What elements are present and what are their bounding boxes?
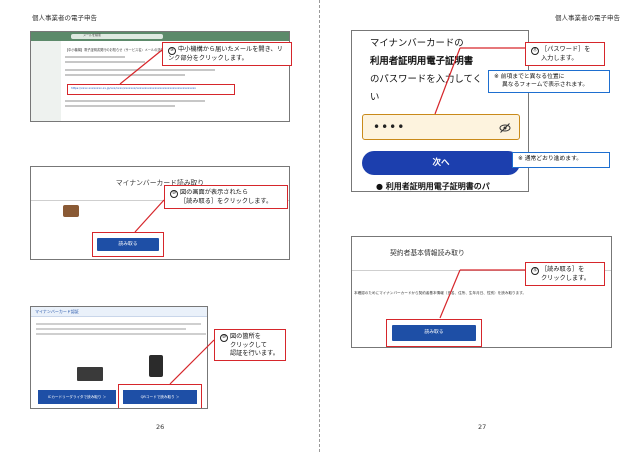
instruction-line: のパスワードを入力してく <box>370 74 482 85</box>
screen-title: マイナンバーカード読み取り <box>115 179 205 187</box>
mail-subject: 【中小機構】電子証明書発行のお知らせ（サービス名）メールの送信について <box>65 48 177 52</box>
phone-password-screenshot: マイナンバーカードの 利用者証明用電子証明書 のパスワードを入力してく い ••… <box>351 30 529 192</box>
highlight-box <box>386 319 482 347</box>
password-value: •••• <box>373 120 406 134</box>
mail-text-line <box>65 100 205 102</box>
callout-step12: ⑫［読み取る］を クリックします。 <box>525 262 605 286</box>
page-number-right: 27 <box>478 423 487 431</box>
mail-sidebar <box>31 41 61 121</box>
note-text: 異なるフォームで表示されます。 <box>502 81 589 88</box>
step-number: ⑫ <box>531 267 539 275</box>
page-fold-divider <box>319 0 320 452</box>
note-text: ※ 通常どおり進めます。 <box>518 156 583 162</box>
mail-text-line <box>65 61 145 63</box>
hand-illustration <box>63 205 79 217</box>
next-button[interactable]: 次へ <box>362 151 520 175</box>
mail-text-line <box>65 74 185 76</box>
description-text: 本確認のためにマイナンバーカードから契約者基本情報（氏名、住所、生年月日、性別）… <box>354 291 527 295</box>
mail-toolbar: メールを検索 <box>31 32 289 41</box>
step-number: ⑩ <box>220 334 228 342</box>
page-header-left: 個人事業者の電子申告 <box>32 14 97 22</box>
step-number: ⑩ <box>170 190 178 198</box>
qr-code-button[interactable]: QRコードで読み取り ＞ <box>123 390 197 404</box>
auth-title: マイナンバーカード認証 <box>35 309 79 314</box>
instruction-line: い <box>370 92 380 103</box>
mail-link[interactable]: https://xxxx.xxxxxxxx.xx.jp/xxx/xxxx/xxx… <box>71 86 196 90</box>
description-line <box>36 333 206 335</box>
step-number: ⑨ <box>168 47 176 55</box>
callout-text: クリックして <box>230 342 267 349</box>
callout-text: 中小機構から届いたメールを開き、リンク部分をクリックします。 <box>168 46 283 62</box>
highlight-box <box>118 384 202 408</box>
contract-info-read-screenshot: 契約者基本情報読み取り 本確認のためにマイナンバーカードから契約者基本情報（氏名… <box>351 236 612 348</box>
mynumber-auth-screenshot: マイナンバーカード認証 ICカードリーダライタで読み取り ＞ QRコードで読み取… <box>30 306 208 409</box>
callout-text: クリックします。 <box>541 275 590 282</box>
instruction-line: 利用者証明用電子証明書 <box>370 56 474 67</box>
mail-text-line <box>65 56 125 58</box>
callout-text: 図の箇所を <box>230 333 261 340</box>
page-header-right: 個人事業者の電子申告 <box>555 14 620 22</box>
callout-step11: ⑪［パスワード］を 入力します。 <box>525 42 605 66</box>
callout-text: ［読み取る］を <box>541 266 585 273</box>
card-reader-illustration <box>77 367 103 381</box>
description-line <box>36 323 201 325</box>
smartphone-illustration <box>149 355 163 377</box>
mynumber-read-screenshot: マイナンバーカード読み取り 読み取る <box>30 166 290 260</box>
mail-link-highlight[interactable]: https://xxxx.xxxxxxxx.xx.jp/xxx/xxxx/xxx… <box>67 84 235 95</box>
password-input[interactable]: •••• <box>362 114 520 140</box>
step-number: ⑪ <box>531 47 539 55</box>
callout-text: 入力します。 <box>541 55 578 62</box>
auth-header: マイナンバーカード認証 <box>31 307 207 317</box>
screen-title: 契約者基本情報読み取り <box>390 249 465 257</box>
mail-search-input[interactable] <box>71 34 163 39</box>
note-proceed: ※ 通常どおり進めます。 <box>512 152 610 168</box>
instruction-line: マイナンバーカードの <box>370 38 464 49</box>
read-button[interactable]: 読み取る <box>97 238 159 251</box>
callout-text: ［パスワード］を <box>541 46 591 53</box>
mail-search-placeholder: メールを検索 <box>83 33 102 37</box>
callout-text: 認証を行います。 <box>230 350 279 357</box>
page-number-left: 26 <box>156 423 165 431</box>
note-text: ※ 前項までと異なる位置に <box>494 74 565 80</box>
mail-text-line <box>65 69 215 71</box>
note-different-form: ※ 前項までと異なる位置に 異なるフォームで表示されます。 <box>488 70 610 94</box>
callout-text: 図の画面が表示されたら <box>180 189 249 196</box>
mail-text-line <box>65 105 175 107</box>
description-line <box>36 328 186 330</box>
notice-bullet: ● 利用者証明用電子証明書のパ <box>376 182 490 191</box>
eye-slash-icon[interactable] <box>499 122 511 134</box>
highlight-box <box>92 232 164 257</box>
callout-text: ［読み取る］をクリックします。 <box>180 198 273 205</box>
read-button[interactable]: 読み取る <box>392 325 476 341</box>
ic-reader-button[interactable]: ICカードリーダライタで読み取り ＞ <box>38 390 116 404</box>
